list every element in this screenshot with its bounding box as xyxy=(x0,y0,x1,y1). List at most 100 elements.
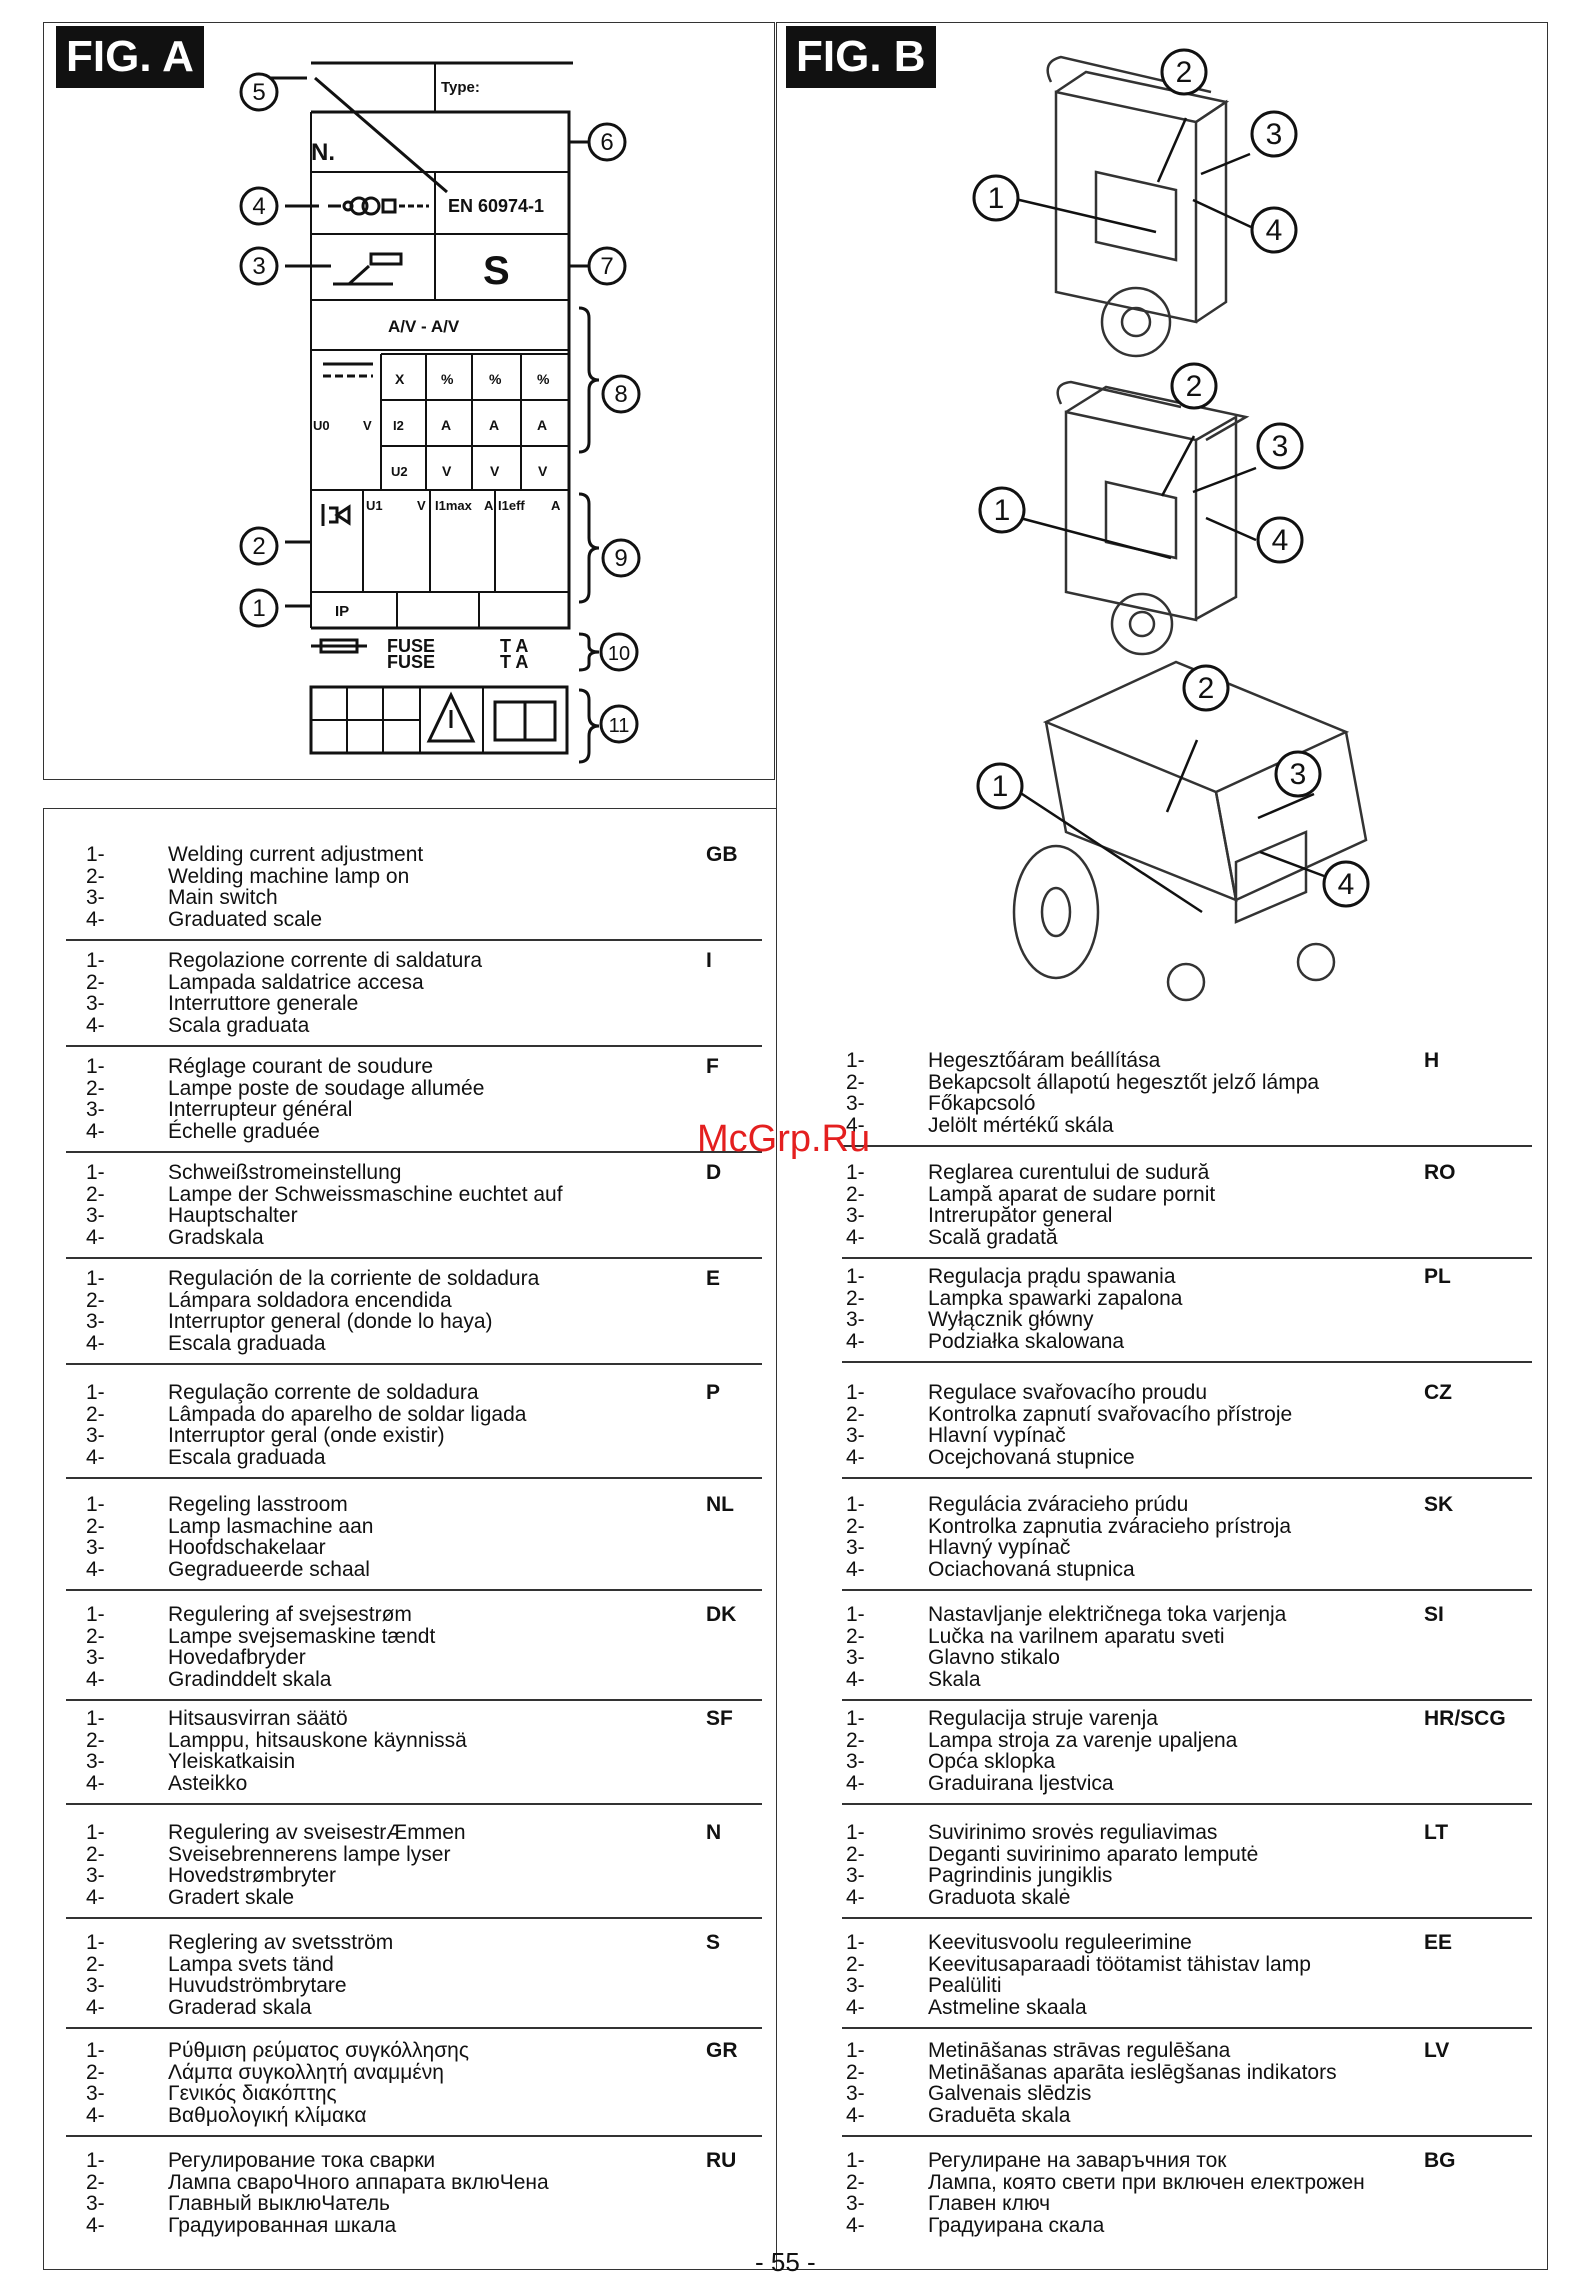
av-label: A/V - A/V xyxy=(388,317,460,336)
item-number: 1- xyxy=(846,1603,865,1626)
item-text: Lučka na varilnem aparatu sveti xyxy=(928,1624,1225,1648)
item-number: 1- xyxy=(86,1931,105,1954)
item-number: 4- xyxy=(846,1771,865,1795)
item-text: Ρύθμιση ρεύματος συγκόλλησης xyxy=(168,2039,469,2062)
item-text: Keevitusvoolu reguleerimine xyxy=(928,1931,1192,1954)
item-number: 1- xyxy=(86,1161,105,1184)
legend-item: 2-Lamppu, hitsauskone käynnissä xyxy=(86,1729,786,1752)
item-text: Kontrolka zapnutí svařovacího přístroje xyxy=(928,1402,1293,1426)
item-text: Deganti suvirinimo aparato lemputė xyxy=(928,1842,1259,1866)
item-number: 3- xyxy=(846,1864,865,1887)
item-text: Lampe svejsemaskine tændt xyxy=(168,1624,436,1648)
item-text: Scală gradată xyxy=(928,1225,1058,1249)
page-number: - 55 - xyxy=(755,2247,816,2277)
fig-b-label: FIG. B xyxy=(786,26,936,88)
item-text: Лампа, която свети при включен електроже… xyxy=(928,2170,1365,2194)
legend-item: 2-Lampa stroja za varenje upaljena xyxy=(846,1729,1504,1752)
item-text: Opća sklopka xyxy=(928,1750,1056,1773)
item-text: Главен ключ xyxy=(928,2192,1051,2215)
item-number: 3- xyxy=(86,1750,105,1773)
item-number: 4- xyxy=(846,1667,865,1691)
item-text: Регулиране на заваръчния ток xyxy=(928,2149,1227,2172)
item-text: Graduēta skala xyxy=(928,2103,1071,2127)
callout-b2-1: 1 xyxy=(994,494,1011,527)
item-number: 1- xyxy=(86,1603,105,1626)
item-number: 4- xyxy=(846,1995,865,2019)
item-number: 3- xyxy=(86,886,105,909)
legend-separator xyxy=(842,1257,1532,1259)
item-text: Főkapcsoló xyxy=(928,1092,1036,1115)
legend-item: 1-Reglering av svetsström xyxy=(86,1932,786,1954)
legend-item: 4-Échelle graduée xyxy=(86,1120,786,1143)
legend-item: 2-Bekapcsolt állapotú hegesztőt jelző lá… xyxy=(846,1070,1504,1094)
legend-item: 2-Lampe der Schweissmaschine euchtet auf xyxy=(86,1183,786,1206)
item-text: Hitsausvirran säätö xyxy=(168,1707,348,1730)
item-text: Hovedafbryder xyxy=(168,1646,306,1669)
legend-item: 4-Escala graduada xyxy=(86,1332,786,1355)
legend-item: 1-Regeling lasstroom xyxy=(86,1494,786,1516)
language-code: HR/SCG xyxy=(1424,1707,1506,1730)
item-text: Regulación de la corriente de soldadura xyxy=(168,1267,540,1290)
legend-separator xyxy=(842,1361,1532,1363)
item-text: Metināšanas aparāta ieslēgšanas indikato… xyxy=(928,2060,1337,2084)
item-number: 1- xyxy=(86,1821,105,1844)
language-code: CZ xyxy=(1424,1381,1452,1404)
item-text: Ociachovaná stupnica xyxy=(928,1557,1135,1581)
item-number: 4- xyxy=(846,2213,865,2237)
legend-item: 4-Scala graduata xyxy=(86,1013,786,1037)
item-text: Главный выклюЧатель xyxy=(168,2192,390,2215)
legend-separator xyxy=(842,1699,1532,1701)
callout-a-11: 11 xyxy=(609,715,630,737)
item-text: Bekapcsolt állapotú hegesztőt jelző lámp… xyxy=(928,1070,1320,1094)
item-text: Pagrindinis jungiklis xyxy=(928,1864,1113,1887)
callout-a-8: 8 xyxy=(614,381,627,408)
language-code: GB xyxy=(706,843,738,866)
legend-item: 2-Lampa svets tänd xyxy=(86,1953,786,1976)
item-text: Регулирование тока сварки xyxy=(168,2149,436,2172)
legend-item: 2-Лампа, която свети при включен електро… xyxy=(846,2170,1504,2194)
legend-item: 3-Galvenais slēdzis xyxy=(846,2083,1504,2105)
legend-item: 4-Escala graduada xyxy=(86,1446,786,1469)
item-number: 3- xyxy=(846,1646,865,1669)
welding-machines-diagram: 1 2 3 4 1 2 3 4 1 2 3 4 xyxy=(972,48,1370,1002)
item-text: Asteikko xyxy=(168,1771,248,1795)
legend-item: 4- Scală gradată xyxy=(846,1225,1504,1249)
item-number: 2- xyxy=(846,2060,865,2084)
legend-item: 1-Regulace svařovacího proudu xyxy=(846,1382,1504,1404)
item-number: 4- xyxy=(846,1113,865,1137)
language-code: N xyxy=(706,1821,722,1844)
legend-item: 4-Gegradueerde schaal xyxy=(86,1557,786,1581)
legend-item: 3-Interruptor general (donde lo haya) xyxy=(86,1311,786,1333)
legend-item: 4-Astmeline skaala xyxy=(846,1995,1504,2019)
legend-item: 3-Hovedstrømbryter xyxy=(86,1865,786,1887)
item-text: Reglarea curentului de sudură xyxy=(928,1161,1210,1184)
item-number: 3- xyxy=(846,1750,865,1773)
item-text: Graduated scale xyxy=(168,907,323,931)
fig-a-label: FIG. A xyxy=(56,26,204,88)
callout-b3-4: 4 xyxy=(1338,868,1355,901)
amp-3: A xyxy=(537,417,547,433)
item-text: Gegradueerde schaal xyxy=(168,1557,370,1581)
legend-separator xyxy=(66,1699,762,1701)
amp-2: A xyxy=(489,417,499,433)
legend-separator xyxy=(842,1803,1532,1805)
legend-item: 1-Regulering af svejsestrøm xyxy=(86,1604,786,1626)
fig-a-frame xyxy=(43,22,775,780)
item-number: 2- xyxy=(86,1288,105,1312)
legend-item: 1-Regulacija struje varenja xyxy=(846,1708,1504,1730)
item-text: Main switch xyxy=(168,886,278,909)
item-text: Scala graduata xyxy=(168,1013,310,1037)
item-number: 4- xyxy=(846,1225,865,1249)
legend-item: 1-Welding current adjustment xyxy=(86,844,786,866)
item-text: Kontrolka zapnutia zváracieho prístroja xyxy=(928,1514,1292,1538)
language-code: E xyxy=(706,1267,721,1290)
legend-separator xyxy=(842,2027,1532,2029)
item-number: 2- xyxy=(846,1286,865,1310)
